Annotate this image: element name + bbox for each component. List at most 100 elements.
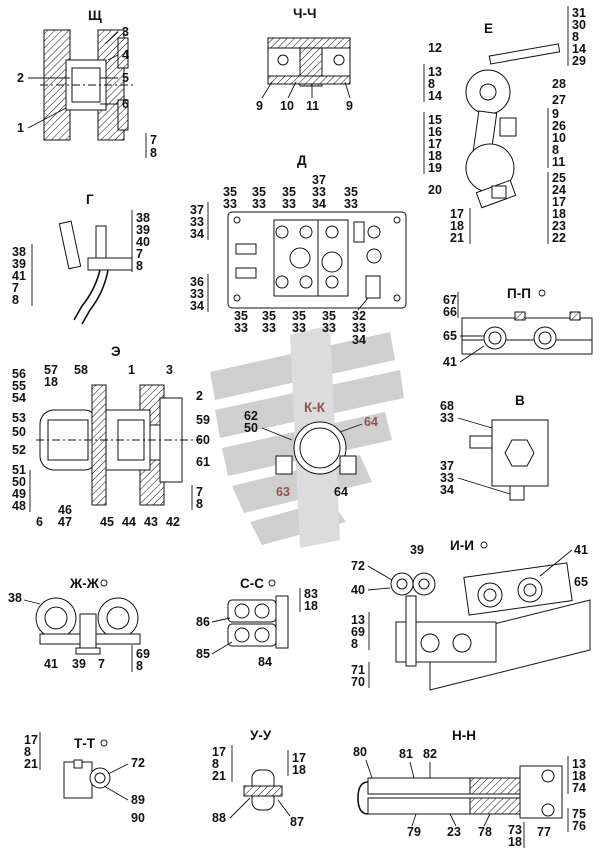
callout-label: 46 bbox=[58, 503, 72, 517]
callout-label: 8 bbox=[196, 497, 203, 511]
callout-label: 41 bbox=[12, 269, 26, 283]
callout-label: 7 bbox=[98, 657, 105, 671]
callout-label: 8 bbox=[136, 659, 143, 673]
callout-label: 7 bbox=[196, 485, 203, 499]
view-title: У-У bbox=[250, 728, 272, 743]
callout-label: 18 bbox=[508, 835, 522, 849]
callout-label: 20 bbox=[428, 183, 442, 197]
view-kk: К-К 62 50 64 63 64 bbox=[244, 400, 378, 499]
callout-label: 35 bbox=[234, 309, 248, 323]
callout-label: 27 bbox=[552, 93, 566, 107]
callout-label: 76 bbox=[572, 819, 586, 833]
callout-label: 22 bbox=[552, 231, 566, 245]
callout-label: 40 bbox=[351, 583, 365, 597]
view-title: Е bbox=[484, 21, 493, 36]
callout-label: 52 bbox=[12, 443, 26, 457]
callout-label: 9 bbox=[552, 107, 559, 121]
callout-label: 89 bbox=[131, 793, 145, 807]
callout-label: 63 bbox=[276, 485, 290, 499]
callout-label: 3 bbox=[166, 363, 173, 377]
callout-label: 8 bbox=[136, 259, 143, 273]
callout-label: 14 bbox=[428, 89, 442, 103]
callout-label: 8 bbox=[428, 77, 435, 91]
callout-label: 9 bbox=[346, 99, 353, 113]
callout-label: 33 bbox=[344, 197, 358, 211]
callout-label: 8 bbox=[212, 757, 219, 771]
callout-label: 35 bbox=[322, 309, 336, 323]
callout-label: 47 bbox=[58, 515, 72, 529]
callout-label: 44 bbox=[122, 515, 136, 529]
callout-label: 79 bbox=[407, 825, 421, 839]
callout-label: 8 bbox=[12, 293, 19, 307]
callout-label: 37 bbox=[190, 203, 204, 217]
callout-label: 26 bbox=[552, 119, 566, 133]
view-chch: Ч-Ч 9 10 11 9 bbox=[256, 6, 353, 113]
callout-label: 72 bbox=[351, 559, 365, 573]
callout-label: 36 bbox=[190, 275, 204, 289]
view-title: Щ bbox=[88, 8, 102, 23]
callout-label: 61 bbox=[196, 455, 210, 469]
callout-label: 74 bbox=[572, 781, 586, 795]
callout-label: 72 bbox=[131, 756, 145, 770]
callout-label: 53 bbox=[12, 411, 26, 425]
view-title: Ч-Ч bbox=[293, 6, 316, 21]
callout-label: 18 bbox=[44, 375, 58, 389]
callout-label: 75 bbox=[572, 807, 586, 821]
callout-label: 9 bbox=[256, 99, 263, 113]
callout-label: 84 bbox=[258, 655, 272, 669]
callout-label: 59 bbox=[196, 413, 210, 427]
callout-label: 64 bbox=[364, 415, 378, 429]
callout-label: 69 bbox=[351, 625, 365, 639]
view-zhzh: Ж-Ж 38 41 39 7 69 8 bbox=[8, 576, 150, 673]
callout-label: 82 bbox=[423, 747, 437, 761]
callout-label: 38 bbox=[136, 211, 150, 225]
callout-label: 2 bbox=[196, 389, 203, 403]
callout-label: 70 bbox=[351, 675, 365, 689]
callout-label: 18 bbox=[304, 599, 318, 613]
view-tt: Т-Т 17 8 21 72 89 90 bbox=[24, 732, 145, 825]
callout-label: 67 bbox=[443, 293, 457, 307]
callout-label: 86 bbox=[196, 615, 210, 629]
callout-label: 6 bbox=[36, 515, 43, 529]
callout-label: 7 bbox=[150, 133, 157, 147]
callout-label: 41 bbox=[44, 657, 58, 671]
view-v: В 68 33 37 33 34 bbox=[440, 393, 549, 501]
callout-label: 30 bbox=[572, 18, 586, 32]
callout-label: 17 bbox=[212, 745, 226, 759]
callout-label: 33 bbox=[440, 471, 454, 485]
view-title: К-К bbox=[304, 400, 326, 415]
callout-label: 33 bbox=[440, 411, 454, 425]
view-title: Ж-Ж bbox=[69, 576, 100, 591]
callout-label: 39 bbox=[410, 543, 424, 557]
callout-label: 33 bbox=[223, 197, 237, 211]
callout-label: 8 bbox=[572, 30, 579, 44]
view-title: В bbox=[515, 393, 525, 408]
callout-label: 41 bbox=[443, 355, 457, 369]
callout-label: 17 bbox=[292, 751, 306, 765]
callout-label: 18 bbox=[572, 769, 586, 783]
callout-label: 35 bbox=[252, 185, 266, 199]
callout-label: 85 bbox=[196, 647, 210, 661]
callout-label: 31 bbox=[572, 6, 586, 20]
view-title: Г bbox=[86, 192, 94, 207]
callout-label: 54 bbox=[12, 391, 26, 405]
callout-label: 6 bbox=[122, 97, 129, 111]
view-ss: С-С 83 18 86 85 84 bbox=[196, 576, 318, 669]
view-e: Е 31 30 8 14 29 12 13 8 14 28 27 9 26 10… bbox=[423, 6, 586, 245]
callout-label: 11 bbox=[552, 155, 565, 169]
callout-label: 60 bbox=[196, 433, 210, 447]
callout-label: 34 bbox=[190, 227, 204, 241]
callout-label: 68 bbox=[440, 399, 454, 413]
callout-label: 33 bbox=[190, 215, 204, 229]
callout-label: 21 bbox=[450, 231, 464, 245]
callout-label: 33 bbox=[252, 197, 266, 211]
callout-label: 58 bbox=[74, 363, 88, 377]
callout-label: 42 bbox=[166, 515, 180, 529]
callout-label: 73 bbox=[508, 823, 522, 837]
callout-label: 17 bbox=[552, 195, 566, 209]
callout-label: 80 bbox=[353, 745, 367, 759]
callout-label: 40 bbox=[136, 235, 150, 249]
callout-label: 34 bbox=[312, 197, 326, 211]
callout-label: 24 bbox=[552, 183, 566, 197]
